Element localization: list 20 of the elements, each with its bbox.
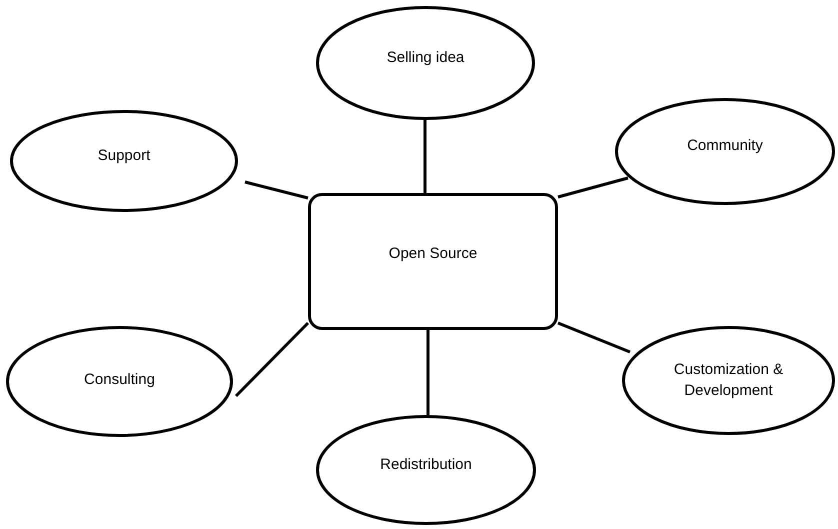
center-box — [308, 193, 558, 330]
node-label: Consulting — [84, 370, 155, 390]
node-label: Support — [98, 146, 150, 166]
topic-ellipse — [316, 6, 535, 120]
topic-ellipse — [615, 98, 835, 205]
node-label: Community — [687, 136, 763, 156]
connector-line — [557, 322, 631, 354]
connector-line — [244, 180, 308, 200]
topic-ellipse — [316, 415, 536, 525]
node-label: Redistribution — [380, 454, 472, 475]
connector-line — [426, 330, 430, 415]
connector-line — [234, 322, 310, 398]
node-label: Customization & Development — [672, 360, 784, 400]
topic-ellipse — [10, 110, 238, 212]
node-label: Selling idea — [386, 48, 464, 68]
topic-ellipse — [6, 326, 233, 437]
connector-line — [424, 120, 426, 193]
node-label: Open Source — [388, 244, 478, 264]
connector-line — [558, 176, 628, 198]
topic-ellipse — [622, 326, 835, 435]
